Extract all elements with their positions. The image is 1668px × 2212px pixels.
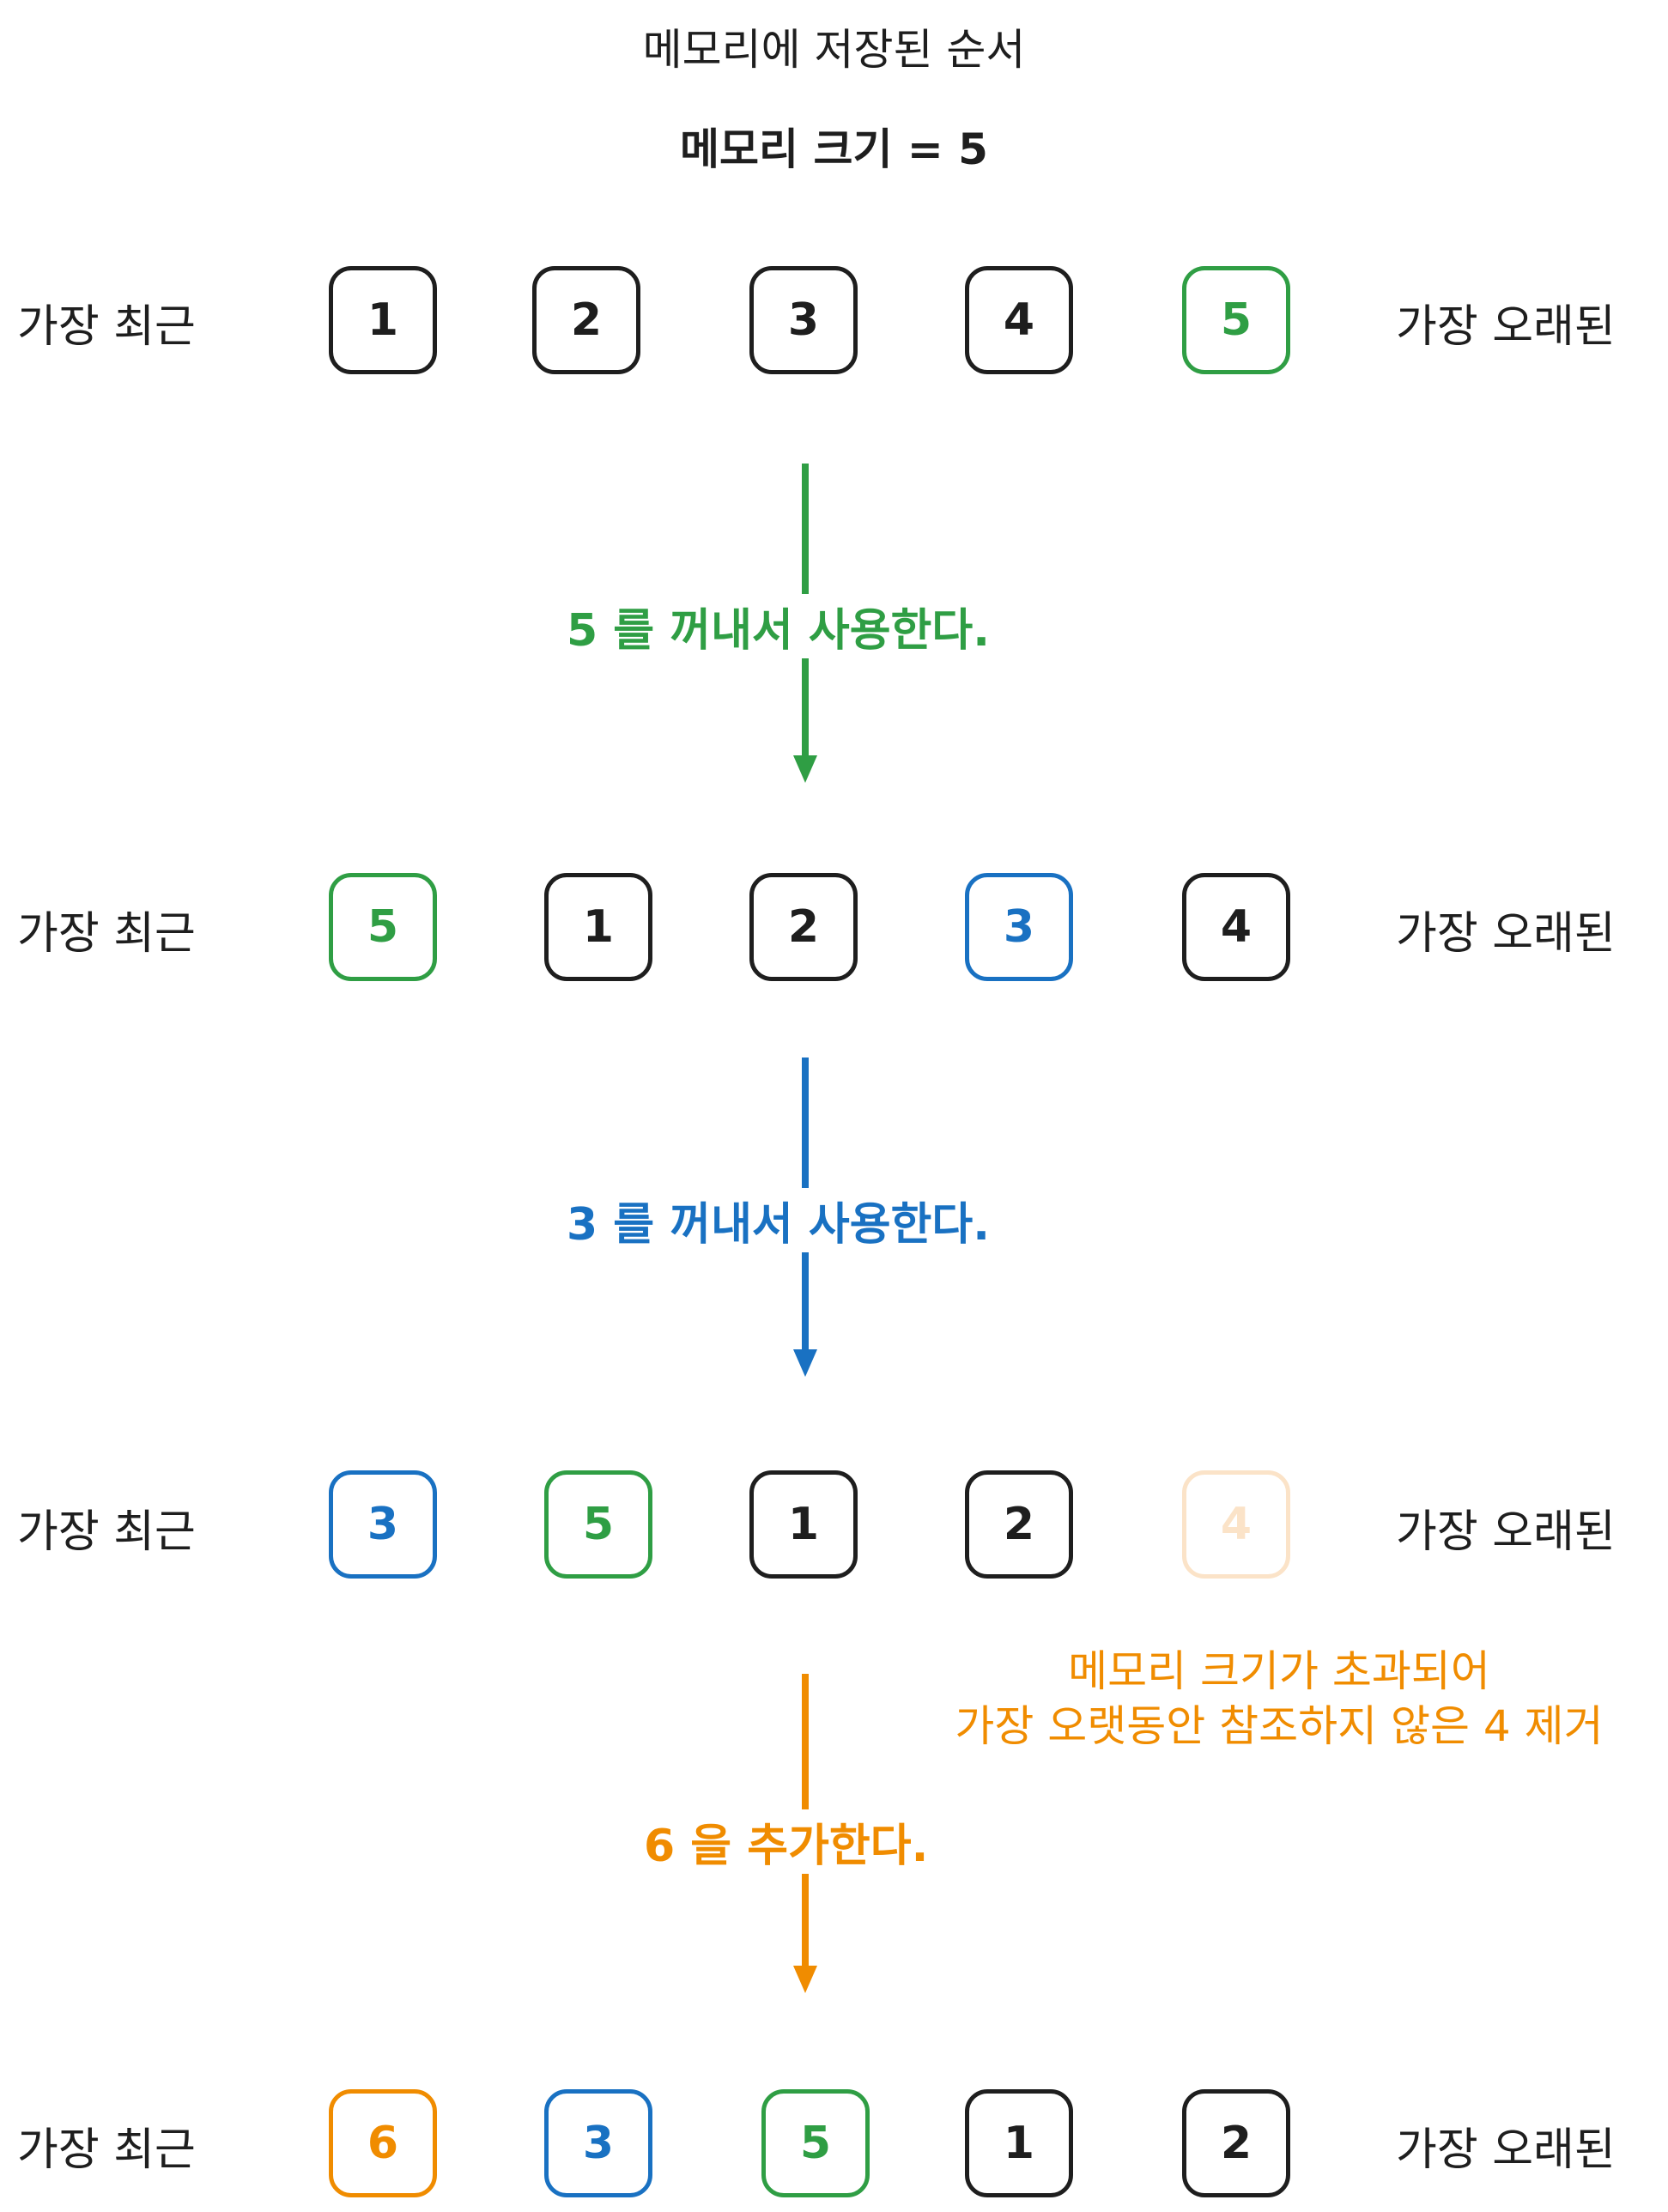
diagram-title: 메모리에 저장된 순서 <box>642 25 1026 75</box>
memory-slot: 5 <box>761 2089 870 2197</box>
memory-slot: 5 <box>329 873 437 981</box>
step-label: 5 를 꺼내서 사용한다. <box>561 594 995 658</box>
memory-slot: 3 <box>544 2089 652 2197</box>
memory-size-label: 메모리 크기 = 5 <box>680 124 988 174</box>
memory-slot: 1 <box>749 1470 858 1579</box>
memory-slot: 1 <box>329 266 437 374</box>
memory-slot: 6 <box>329 2089 437 2197</box>
step-label: 6 을 추가한다. <box>639 1809 934 1874</box>
oldest-label: 가장 오래된 <box>1396 1506 1616 1558</box>
eviction-note-line2: 가장 오랫동안 참조하지 않은 4 제거 <box>955 1701 1604 1751</box>
most-recent-label: 가장 최근 <box>17 2124 196 2176</box>
memory-slot: 2 <box>965 1470 1073 1579</box>
memory-slot: 2 <box>749 873 858 981</box>
eviction-note-line1: 메모리 크기가 초과되어 <box>1068 1646 1490 1696</box>
memory-slot: 4 <box>1182 1470 1290 1579</box>
oldest-label: 가장 오래된 <box>1396 2124 1616 2176</box>
memory-slot: 2 <box>1182 2089 1290 2197</box>
eviction-note: 메모리 크기가 초과되어 가장 오랫동안 참조하지 않은 4 제거 <box>901 1644 1657 1754</box>
memory-slot: 5 <box>1182 266 1290 374</box>
step-label: 3 를 꺼내서 사용한다. <box>561 1188 995 1252</box>
oldest-label: 가장 오래된 <box>1396 301 1616 353</box>
memory-slot: 3 <box>329 1470 437 1579</box>
memory-slot: 1 <box>544 873 652 981</box>
memory-slot: 3 <box>749 266 858 374</box>
memory-slot: 3 <box>965 873 1073 981</box>
memory-slot: 4 <box>1182 873 1290 981</box>
memory-slot: 1 <box>965 2089 1073 2197</box>
most-recent-label: 가장 최근 <box>17 1506 196 1558</box>
memory-slot: 4 <box>965 266 1073 374</box>
memory-slot: 5 <box>544 1470 652 1579</box>
oldest-label: 가장 오래된 <box>1396 908 1616 960</box>
most-recent-label: 가장 최근 <box>17 301 196 353</box>
most-recent-label: 가장 최근 <box>17 908 196 960</box>
memory-slot: 2 <box>532 266 640 374</box>
